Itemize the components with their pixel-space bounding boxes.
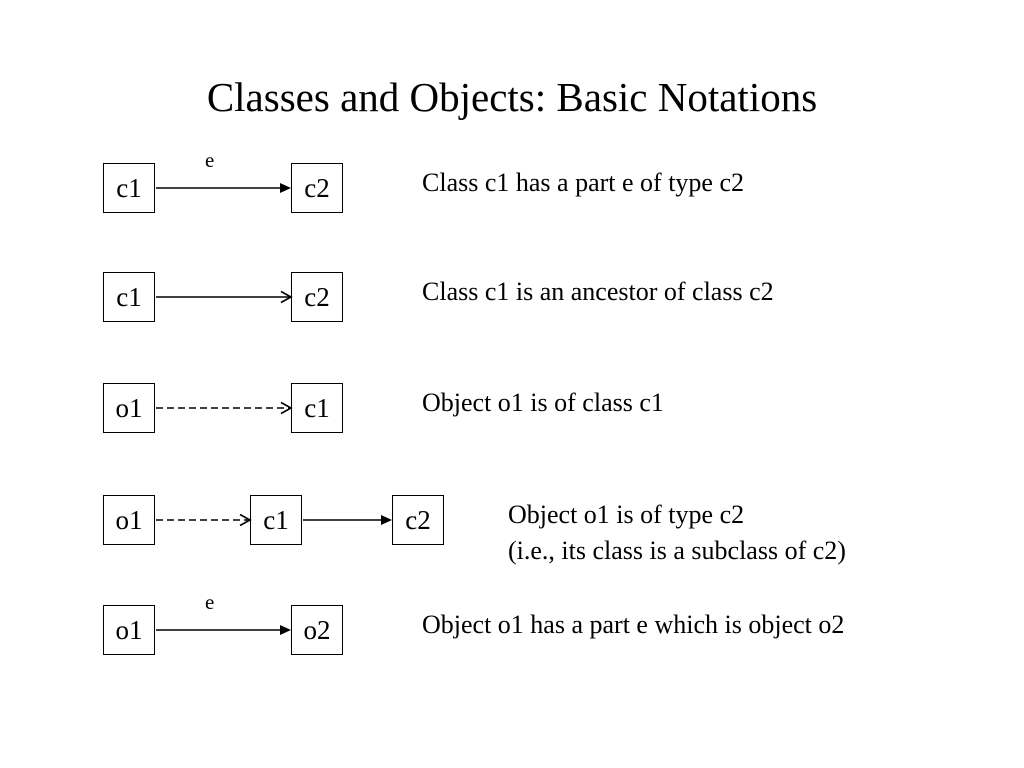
edge-dashed-open [156, 513, 252, 527]
notation-row-object-of-type: o1 c1 c2 Object o1 is of type c2 (i.e., its … [0, 495, 1024, 565]
node-box-c2[interactable]: c2 [291, 163, 343, 213]
row-description: Object o1 is of class c1 [422, 385, 664, 421]
row-description-line1: Class c1 has a part e of type c2 [422, 168, 745, 197]
edge-solid-filled [156, 183, 291, 193]
arrowhead-open [239, 513, 252, 527]
row-description-line1: Object o1 is of type c2 [508, 500, 745, 529]
row-description: Class c1 is an ancestor of class c2 [422, 274, 774, 310]
row-description-line2: (i.e., its class is a subclass of c2) [508, 536, 846, 565]
row-description-line1: Object o1 is of class c1 [422, 388, 664, 417]
edge-dashed-open [156, 401, 293, 415]
node-box-o1[interactable]: o1 [103, 383, 155, 433]
node-box-o1[interactable]: o1 [103, 605, 155, 655]
node-box-c2[interactable]: c2 [291, 272, 343, 322]
edge-label: e [205, 148, 215, 172]
arrowhead-filled [381, 515, 392, 525]
node-box-c1[interactable]: c1 [103, 272, 155, 322]
edge-solid-filled [303, 515, 392, 525]
arrowhead-filled [280, 625, 291, 635]
node-box-o2[interactable]: o2 [291, 605, 343, 655]
row-description: Object o1 is of type c2 (i.e., its class … [508, 497, 846, 569]
notation-row-class-ancestor: c1 c2 Class c1 is an ancestor of class c2 [0, 272, 1024, 332]
edge-solid-open [156, 290, 293, 304]
row-description-line1: Object o1 has a part e which is object o… [422, 610, 845, 639]
arrowhead-filled [280, 183, 291, 193]
notation-row-object-of-class: o1 c1 Object o1 is of class c1 [0, 383, 1024, 443]
arrowhead-open [280, 290, 293, 304]
node-box-c1[interactable]: c1 [103, 163, 155, 213]
node-box-c1[interactable]: c1 [250, 495, 302, 545]
row-description-line1: Class c1 is an ancestor of class c2 [422, 277, 774, 306]
node-box-o1[interactable]: o1 [103, 495, 155, 545]
node-box-c1[interactable]: c1 [291, 383, 343, 433]
row-description: Object o1 has a part e which is object o… [422, 607, 844, 643]
edge-solid-filled [156, 625, 291, 635]
edge-label: e [205, 590, 215, 614]
page-title: Classes and Objects: Basic Notations [206, 74, 818, 120]
row-description: Class c1 has a part e of type c2 [422, 165, 744, 201]
node-box-c2[interactable]: c2 [392, 495, 444, 545]
arrowhead-open [280, 401, 293, 415]
